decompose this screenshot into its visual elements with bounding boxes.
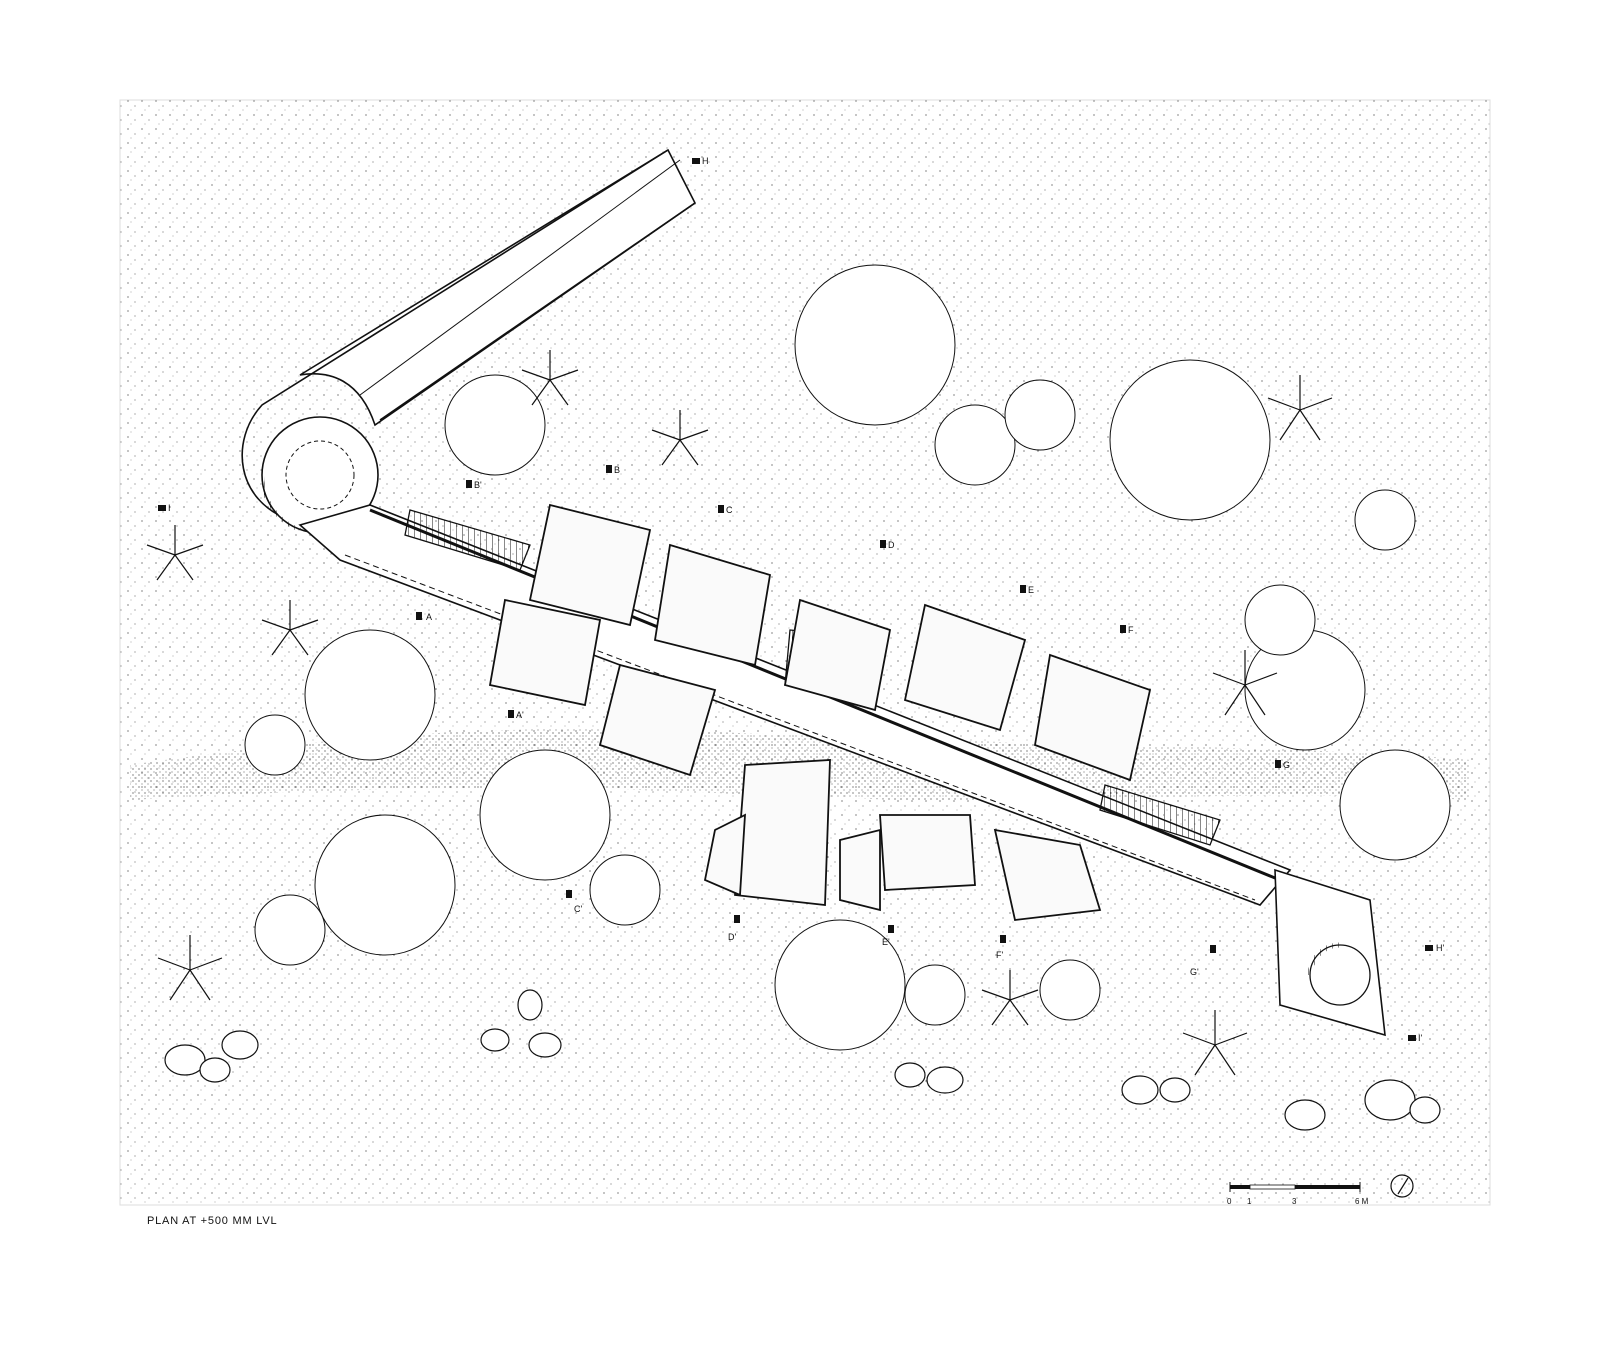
plant-icon xyxy=(157,935,223,1001)
tree-canopy xyxy=(589,854,661,926)
section-marker-D: D xyxy=(880,540,895,550)
boulders xyxy=(164,989,1441,1131)
section-markers: A B C D E F G H xyxy=(158,156,1444,1043)
section-label: H xyxy=(702,156,709,166)
section-marker-G: G xyxy=(1275,760,1290,770)
section-label: G' xyxy=(1190,967,1199,977)
section-label: H' xyxy=(1436,943,1444,953)
plant-icon xyxy=(1267,375,1333,441)
plant-icon xyxy=(261,600,319,656)
section-label: B xyxy=(614,465,620,475)
section-marker-A: A xyxy=(416,612,432,622)
tree-canopy xyxy=(904,964,966,1026)
tree-canopy xyxy=(314,814,456,956)
section-label: D xyxy=(888,540,895,550)
spiral-stair-east xyxy=(1274,868,1386,1037)
section-marker-A-prime: A' xyxy=(508,710,524,720)
scale-bar: 0 1 3 6 M xyxy=(1227,1182,1369,1206)
section-marker-H: H xyxy=(692,156,709,166)
south-rooms xyxy=(488,598,1102,921)
section-label: E xyxy=(1028,585,1034,595)
section-label: I xyxy=(168,503,171,513)
section-marker-E-prime: E' xyxy=(882,925,894,947)
section-label: I' xyxy=(1418,1033,1423,1043)
section-marker-C: C xyxy=(718,505,733,515)
section-marker-E: E xyxy=(1020,585,1034,595)
tree-canopy xyxy=(479,749,611,881)
section-label: D' xyxy=(728,932,736,942)
north-arrow-icon xyxy=(1390,1174,1414,1198)
section-marker-H-prime: H' xyxy=(1425,943,1444,953)
trees xyxy=(244,264,1451,1051)
plant-icon xyxy=(1212,650,1278,716)
tree-canopy xyxy=(1039,959,1101,1021)
section-marker-I-prime: I' xyxy=(1408,1033,1423,1043)
section-label: G xyxy=(1283,760,1290,770)
section-label: A xyxy=(426,612,432,622)
section-label: A' xyxy=(516,710,524,720)
tree-canopy xyxy=(444,374,546,476)
section-marker-B-prime: B' xyxy=(466,480,482,490)
section-label: C' xyxy=(574,904,582,914)
tree-canopy xyxy=(934,404,1016,486)
section-label: F xyxy=(1128,625,1134,635)
section-marker-B: B xyxy=(606,465,620,475)
section-marker-F-prime: F' xyxy=(996,935,1006,960)
star-plants xyxy=(146,350,1333,1076)
tree-canopy xyxy=(254,894,326,966)
tree-canopy xyxy=(794,264,956,426)
scale-label-3: 3 xyxy=(1292,1197,1297,1206)
plant-icon xyxy=(981,970,1039,1026)
tree-canopy xyxy=(1109,359,1271,521)
section-marker-D-prime: D' xyxy=(728,915,740,942)
tree-canopy xyxy=(1339,749,1451,861)
plant-icon xyxy=(521,350,579,406)
tree-canopy xyxy=(774,919,906,1051)
section-marker-F: F xyxy=(1120,625,1134,635)
section-marker-C-prime: C' xyxy=(566,890,582,914)
section-label: E' xyxy=(882,937,890,947)
plant-icon xyxy=(1182,1010,1248,1076)
section-label: B' xyxy=(474,480,482,490)
scale-label-0: 0 xyxy=(1227,1197,1232,1206)
scale-label-1: 1 xyxy=(1247,1197,1252,1206)
section-label: C xyxy=(726,505,733,515)
tree-canopy xyxy=(1004,379,1076,451)
section-marker-G-prime: G' xyxy=(1190,945,1216,977)
tree-canopy xyxy=(244,714,306,776)
plant-icon xyxy=(651,410,709,466)
tree-canopy xyxy=(304,629,436,761)
plan-title: PLAN AT +500 MM LVL xyxy=(147,1215,278,1227)
scale-label-6: 6 M xyxy=(1355,1197,1369,1206)
north-rooms xyxy=(528,503,1152,782)
section-marker-I: I xyxy=(158,503,171,513)
tree-canopy xyxy=(1244,584,1316,656)
tree-canopy xyxy=(1354,489,1416,551)
plant-icon xyxy=(146,525,204,581)
section-label: F' xyxy=(996,950,1003,960)
